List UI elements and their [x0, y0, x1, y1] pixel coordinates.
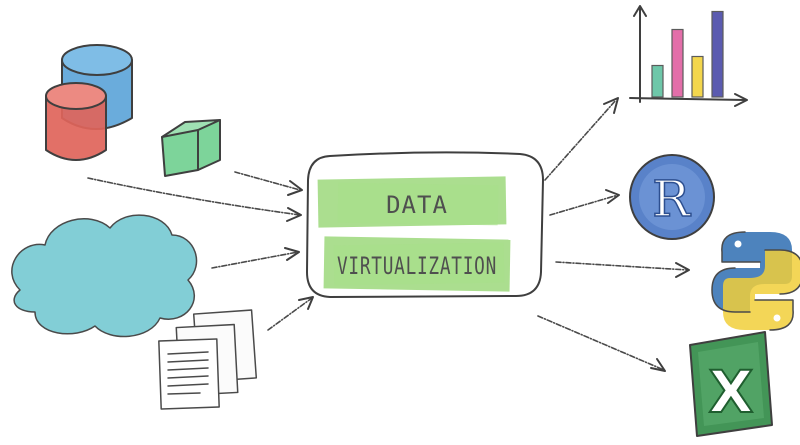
r-logo-letter: R [652, 170, 691, 228]
cube-icon [161, 119, 221, 177]
excel-letter: X [709, 358, 754, 426]
chart-bar-2 [671, 28, 684, 98]
arrow-center-to-chart [544, 99, 617, 181]
arrow-center-to-excel [537, 315, 665, 371]
bar-chart-icon [629, 5, 748, 107]
documents-icon [158, 309, 258, 410]
chart-bar-3 [691, 55, 704, 98]
python-logo-icon [711, 231, 800, 331]
arrow-database-to-center [87, 177, 301, 216]
arrow-documents-to-center [267, 297, 313, 331]
center-box: DATA VIRTUALIZATION [306, 151, 544, 298]
arrow-cube-to-center [234, 171, 301, 191]
arrow-center-to-python [555, 261, 689, 271]
center-title-line2: VIRTUALIZATION [337, 252, 497, 280]
output-arrows [537, 97, 690, 372]
cloud-icon [11, 214, 198, 338]
arrow-center-to-r [549, 194, 619, 216]
excel-icon: X [689, 331, 773, 437]
arrow-cloud-to-center [211, 251, 299, 269]
database-icon [45, 44, 133, 161]
chart-bar-4 [711, 10, 724, 98]
r-logo-icon: R [629, 154, 715, 240]
chart-bar-1 [651, 64, 664, 98]
input-arrows [87, 171, 314, 331]
center-title-line1: DATA [386, 191, 448, 219]
